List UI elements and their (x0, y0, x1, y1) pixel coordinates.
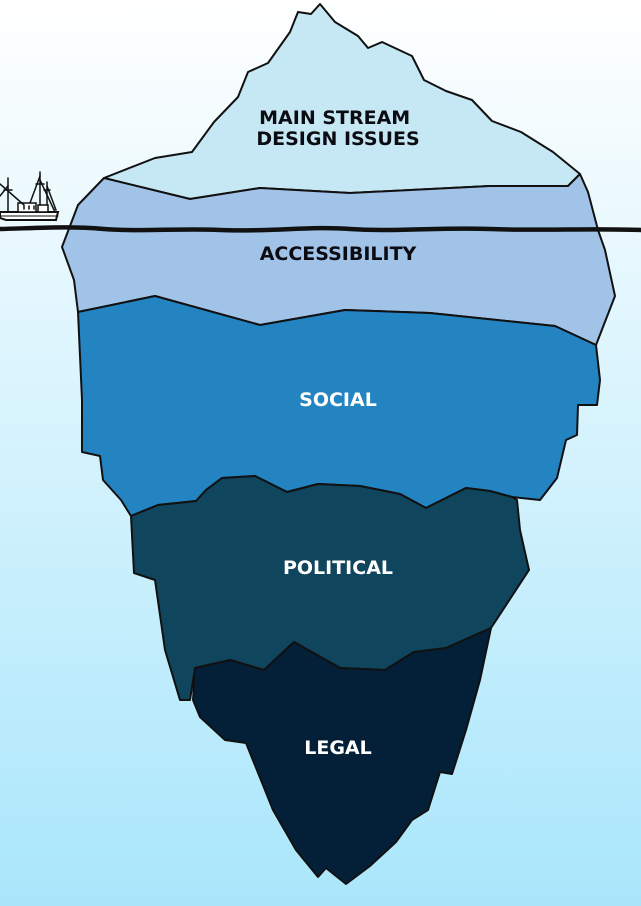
layer-bottom (192, 627, 492, 885)
layer-deep (130, 475, 530, 701)
label-main-stream-design-issues: MAIN STREAM DESIGN ISSUES (256, 107, 419, 150)
fishing-ship-icon (0, 171, 60, 221)
label-line: POLITICAL (283, 557, 393, 579)
label-line: LEGAL (304, 737, 372, 759)
label-line: MAIN STREAM (259, 107, 410, 129)
water-line (0, 225, 641, 233)
label-line: ACCESSIBILITY (260, 243, 417, 265)
label-legal: LEGAL (304, 737, 372, 759)
label-line: SOCIAL (299, 389, 377, 411)
label-social: SOCIAL (299, 389, 377, 411)
label-political: POLITICAL (283, 557, 393, 579)
label-accessibility: ACCESSIBILITY (260, 243, 417, 265)
layer-waterline (61, 173, 616, 346)
label-line: DESIGN ISSUES (256, 128, 419, 150)
